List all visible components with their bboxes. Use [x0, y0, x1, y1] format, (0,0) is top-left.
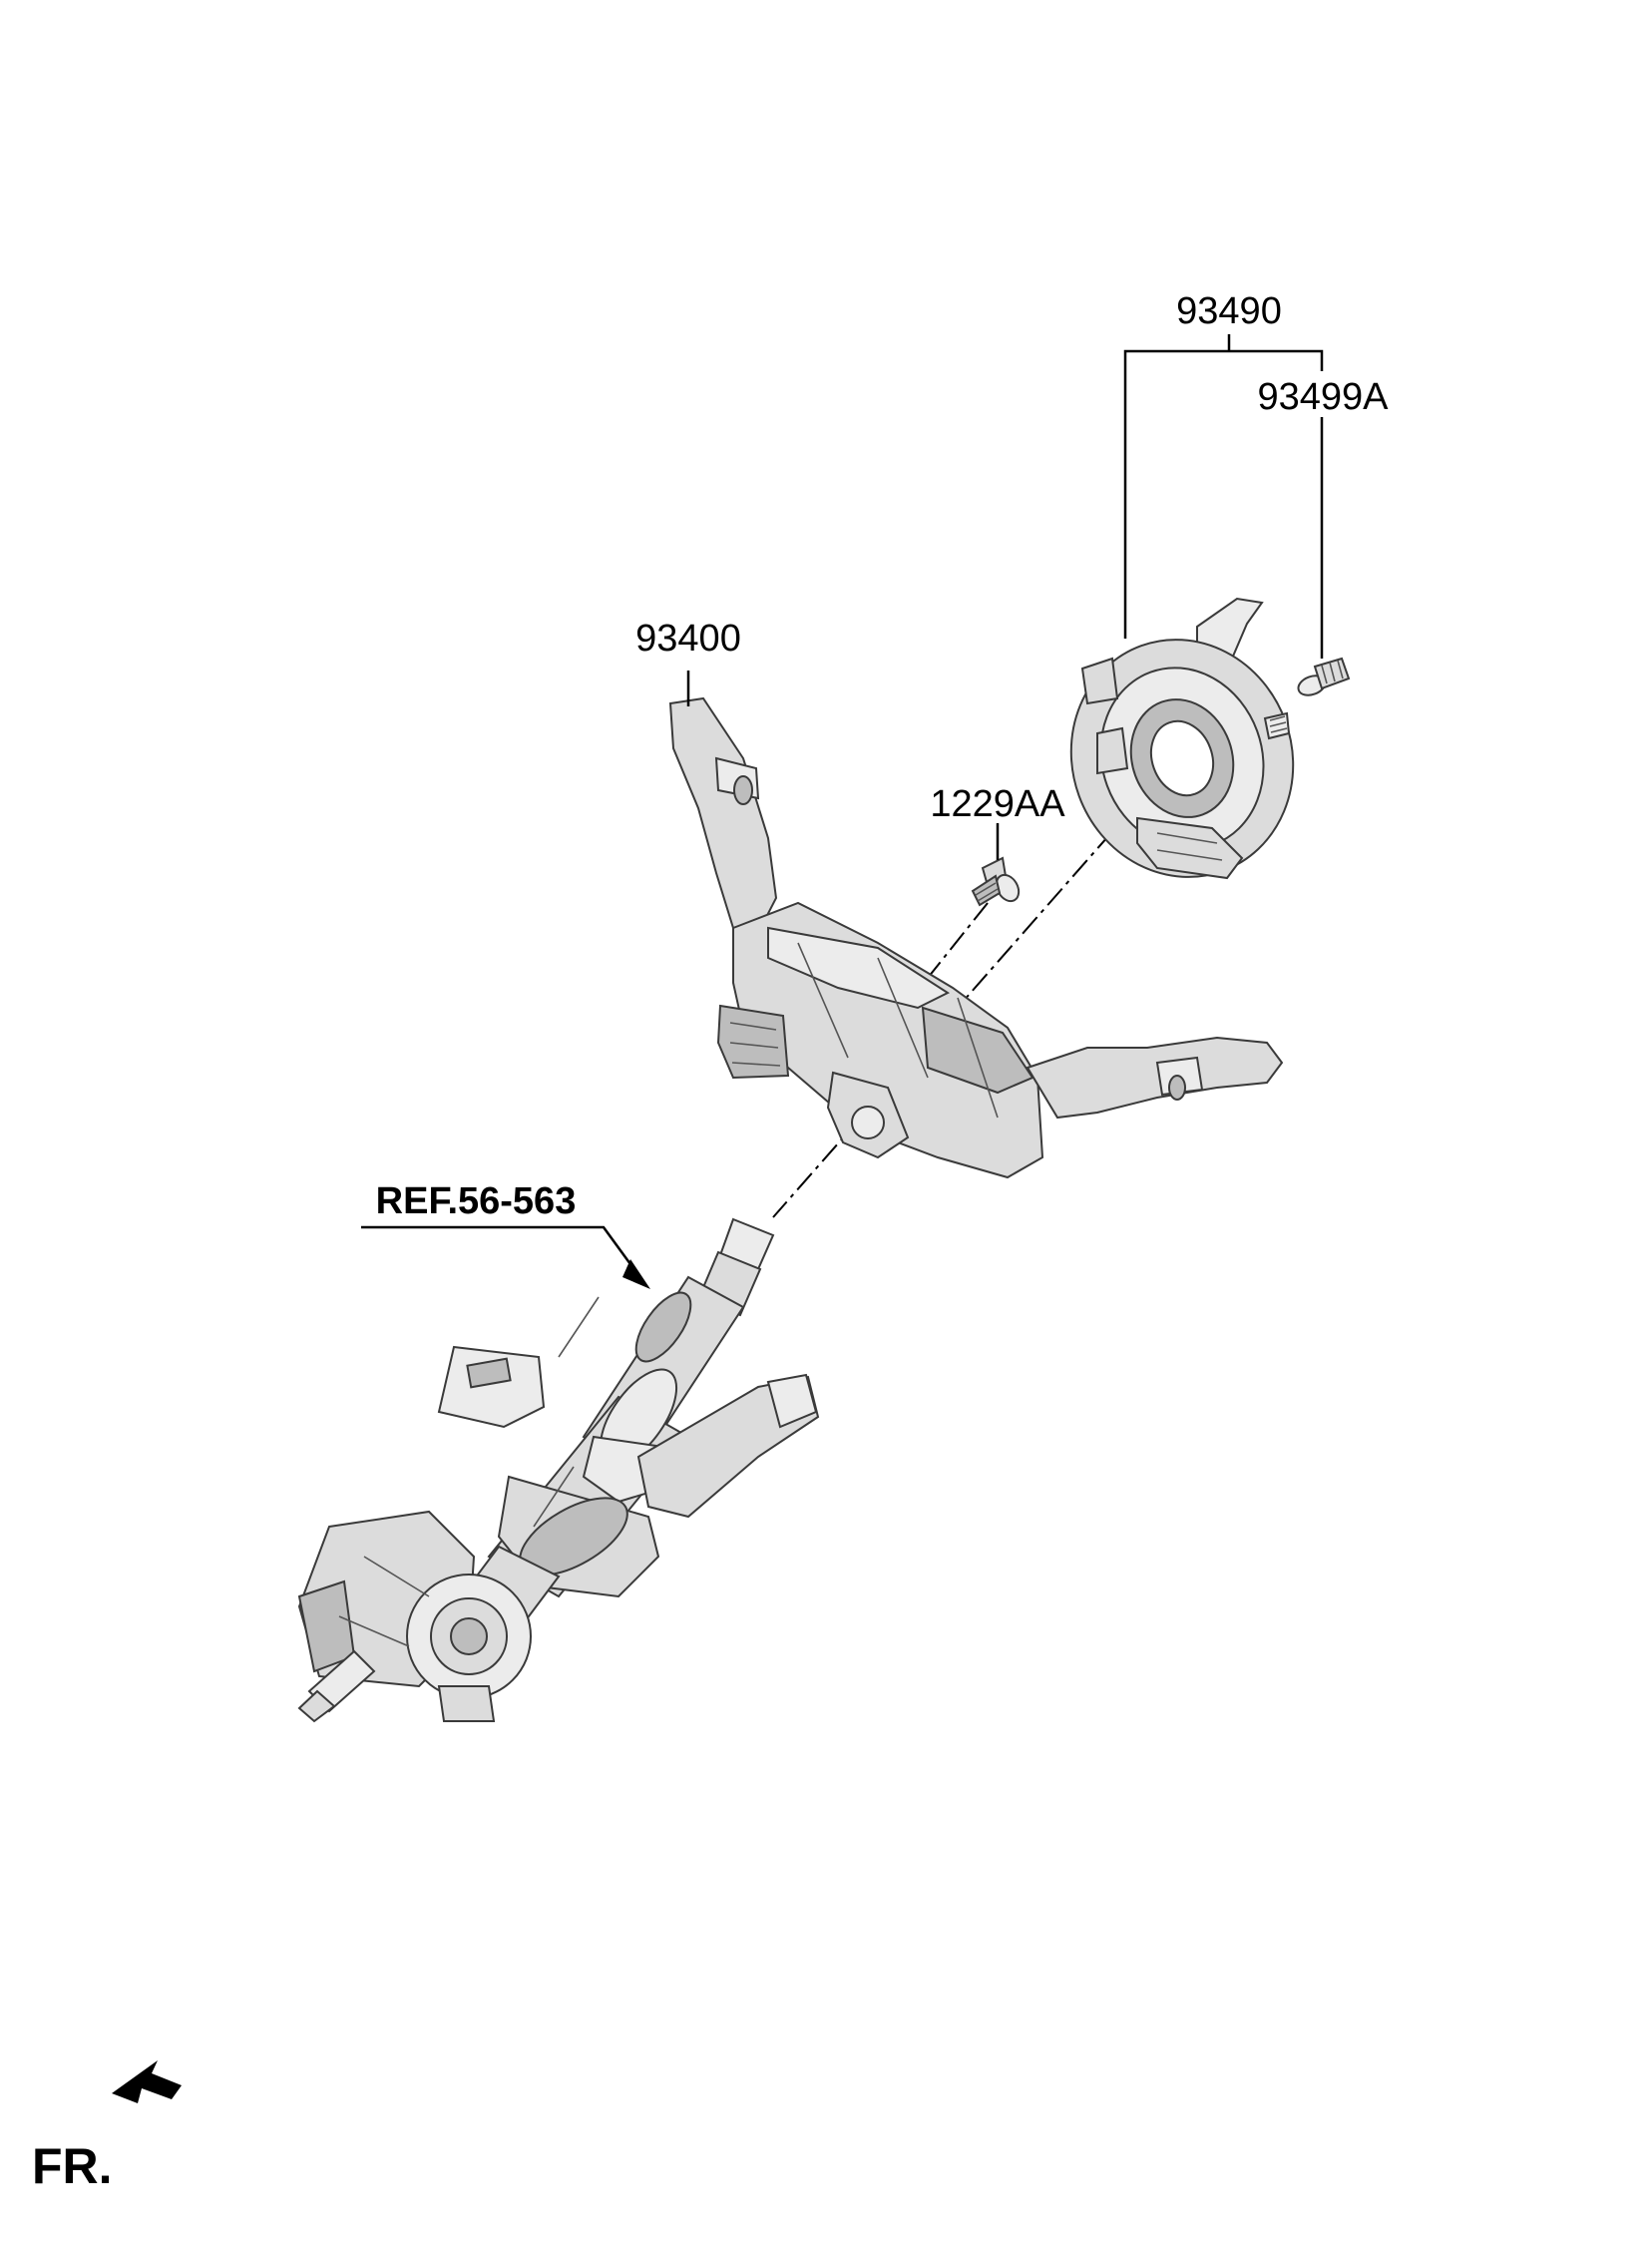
label-93490: 93490 — [1176, 290, 1282, 332]
clip-part — [1297, 657, 1351, 696]
label-ref: REF.56-563 — [376, 1180, 577, 1222]
front-arrow-icon — [112, 2060, 182, 2103]
clock-spring — [1069, 597, 1295, 880]
screw-part — [971, 856, 1021, 907]
combination-switch — [668, 696, 1284, 1179]
label-1229AA: 1229AA — [930, 783, 1065, 825]
steering-column — [297, 1217, 820, 1723]
leader-93490-bracket — [1123, 349, 1324, 639]
leader-ref — [361, 1225, 640, 1276]
ref-arrowhead — [622, 1259, 650, 1289]
label-front: FR. — [32, 2138, 113, 2194]
label-93400: 93400 — [635, 618, 741, 660]
label-93499A: 93499A — [1257, 376, 1389, 418]
